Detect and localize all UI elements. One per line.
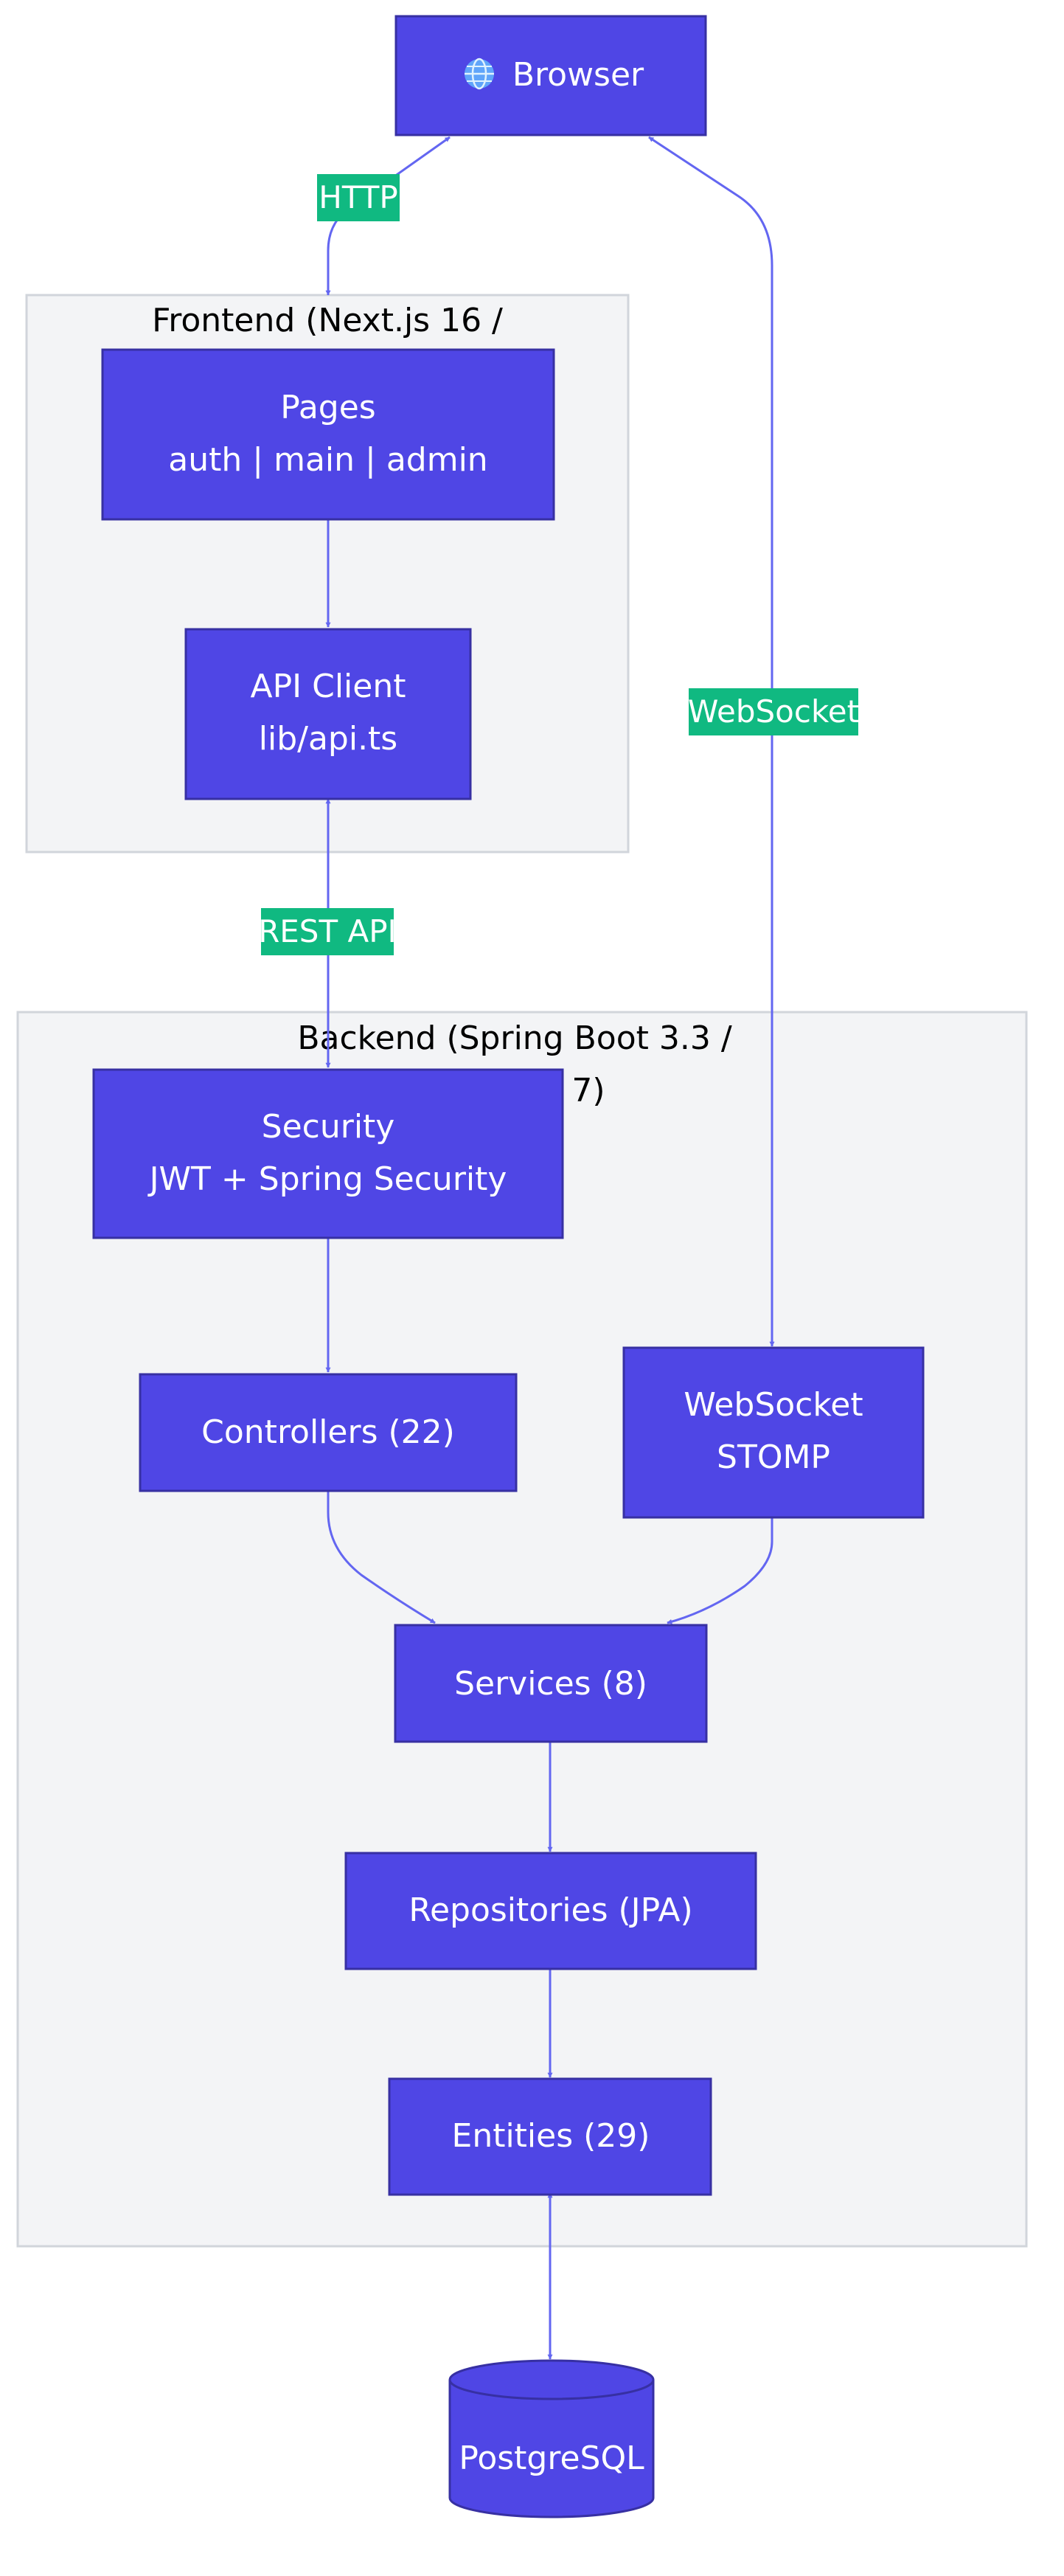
node-controllers-label: Controllers (22) (201, 1413, 455, 1451)
edge-label-rest-api: REST API (258, 908, 397, 955)
node-security-subtitle: JWT + Spring Security (147, 1160, 507, 1198)
node-websocket-title: WebSocket (684, 1386, 863, 1424)
edge-label-http: HTTP (317, 174, 400, 221)
node-services: Services (8) (394, 1624, 708, 1743)
node-postgresql-label: PostgreSQL (459, 2440, 644, 2477)
node-services-label: Services (8) (454, 1665, 647, 1703)
edge-label-websocket: WebSocket (688, 688, 859, 735)
backend-cluster-title-line2: 7) (571, 1072, 605, 1109)
node-entities: Entities (29) (388, 2077, 712, 2196)
node-pages: Pages auth | main | admin (101, 348, 555, 521)
node-security-title: Security (262, 1108, 395, 1146)
node-security: Security JWT + Spring Security (92, 1068, 564, 1239)
node-pages-subtitle: auth | main | admin (168, 441, 487, 479)
frontend-cluster-title: Frontend (Next.js 16 / (152, 302, 503, 339)
edge-websocket-services (667, 1516, 773, 1624)
node-repositories-label: Repositories (JPA) (408, 1891, 692, 1929)
edge-label-rest-api-text: REST API (258, 913, 397, 949)
edge-label-http-text: HTTP (319, 179, 397, 215)
globe-icon (465, 58, 494, 90)
node-api-client-title: API Client (251, 668, 406, 705)
edge-controllers-services (327, 1490, 436, 1624)
node-websocket-subtitle: STOMP (717, 1438, 830, 1476)
node-api-client-subtitle: lib/api.ts (259, 720, 397, 758)
node-websocket: WebSocket STOMP (622, 1346, 925, 1519)
backend-cluster-title: Backend (Spring Boot 3.3 / (297, 1019, 731, 1057)
node-entities-label: Entities (29) (452, 2117, 650, 2155)
node-pages-title: Pages (280, 389, 375, 426)
node-controllers: Controllers (22) (139, 1373, 518, 1492)
edges (325, 136, 775, 2360)
node-postgresql: PostgreSQL (448, 2359, 655, 2518)
node-browser-label: Browser (512, 56, 644, 94)
edge-label-websocket-text: WebSocket (688, 693, 859, 730)
node-api-client: API Client lib/api.ts (184, 628, 472, 800)
node-browser: Browser (394, 15, 707, 136)
node-repositories: Repositories (JPA) (344, 1852, 757, 1970)
edge-browser-websocket (648, 136, 775, 1347)
